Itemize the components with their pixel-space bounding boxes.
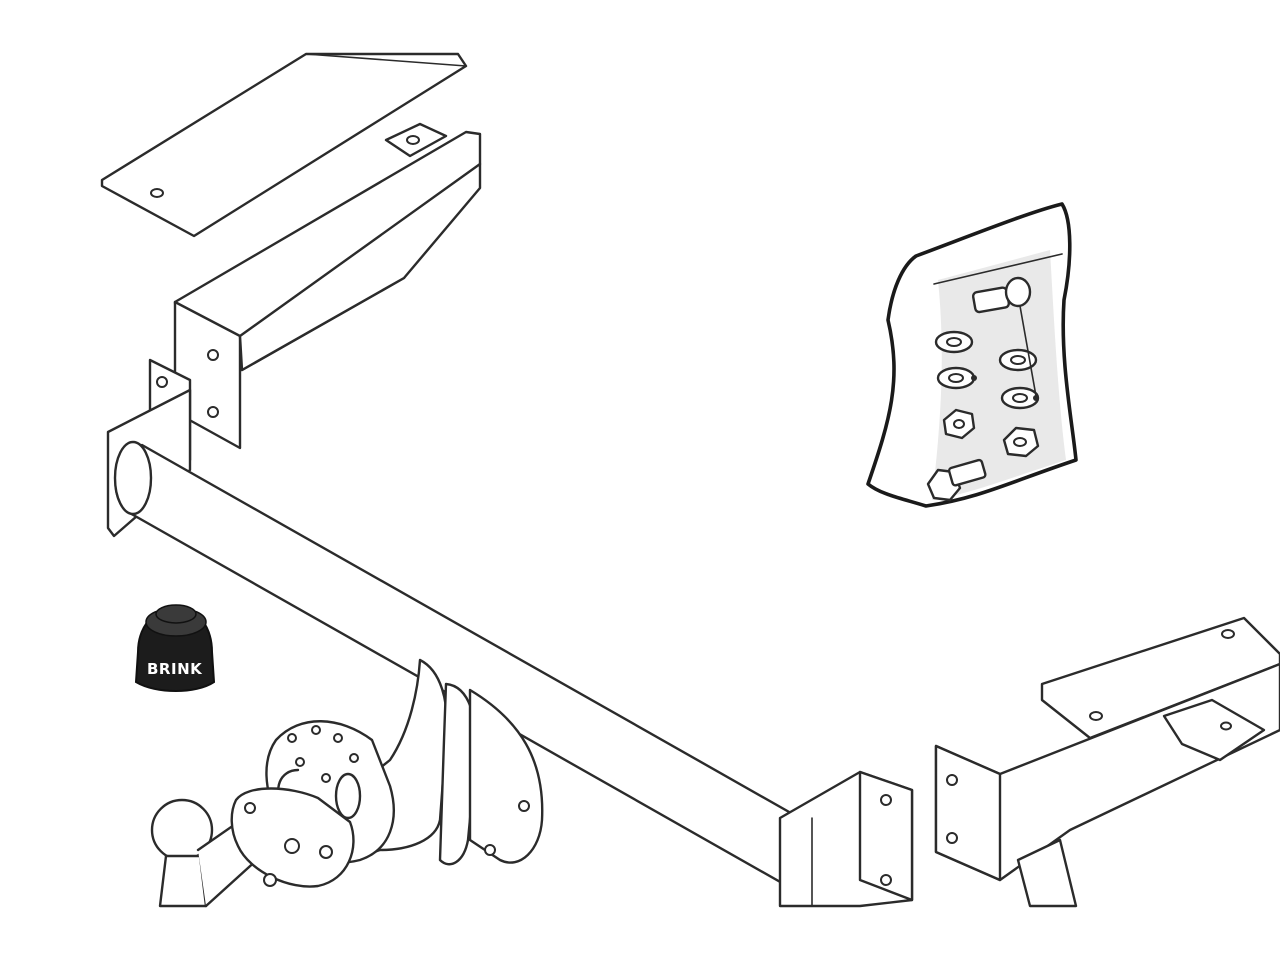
nut-icon [942,408,1040,458]
cap-brand-label: BRINK [147,660,203,678]
fastener-kit-bag [866,202,1078,508]
tow-ball-cap: BRINK [134,604,216,692]
left-mounting-plate [100,52,468,238]
washer-icon [934,330,1040,410]
bolt-icon-lower [926,458,987,502]
right-mounting-plate [934,616,1280,908]
tow-bar-tube [113,440,844,902]
right-mounting-bracket [778,770,914,908]
socket-mounting-plate [230,720,395,888]
bolt-icon [971,276,1032,314]
